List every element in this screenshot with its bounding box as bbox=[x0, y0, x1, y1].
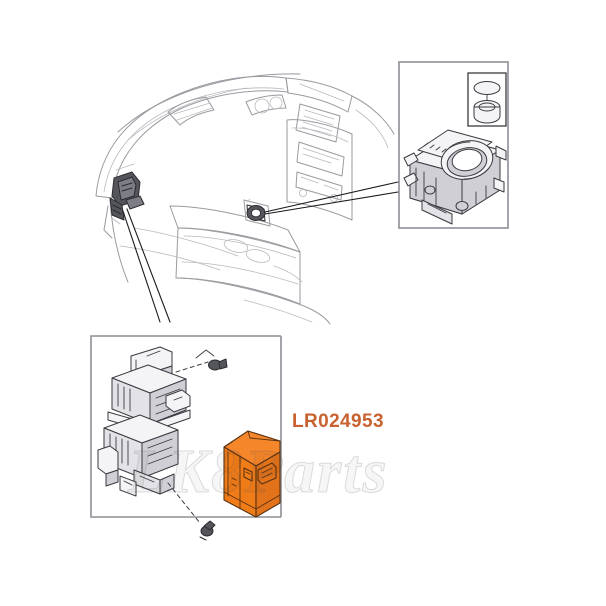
leader-dial-to-inset-lower bbox=[264, 191, 399, 215]
part-number-label: LR024953 bbox=[292, 411, 384, 432]
upper-fastener-screw bbox=[175, 349, 228, 373]
leader-column-to-box-right bbox=[126, 208, 171, 323]
leader-dial-to-inset-upper bbox=[264, 181, 399, 213]
rotary-selector-inset-panel bbox=[398, 61, 509, 229]
steering-column-module-highlight bbox=[103, 163, 145, 239]
highlighted-control-module bbox=[223, 430, 281, 518]
lower-fastener-bolt bbox=[167, 482, 216, 541]
knob-cap-sub-inset bbox=[467, 72, 507, 127]
leader-column-to-box-left bbox=[122, 210, 161, 323]
control-module-assembly-panel bbox=[90, 335, 282, 541]
dashboard-illustration bbox=[95, 73, 395, 325]
bracket-assembly bbox=[97, 346, 191, 497]
callout-leader-lines bbox=[122, 181, 399, 323]
rotary-selector-assembly bbox=[403, 129, 507, 225]
